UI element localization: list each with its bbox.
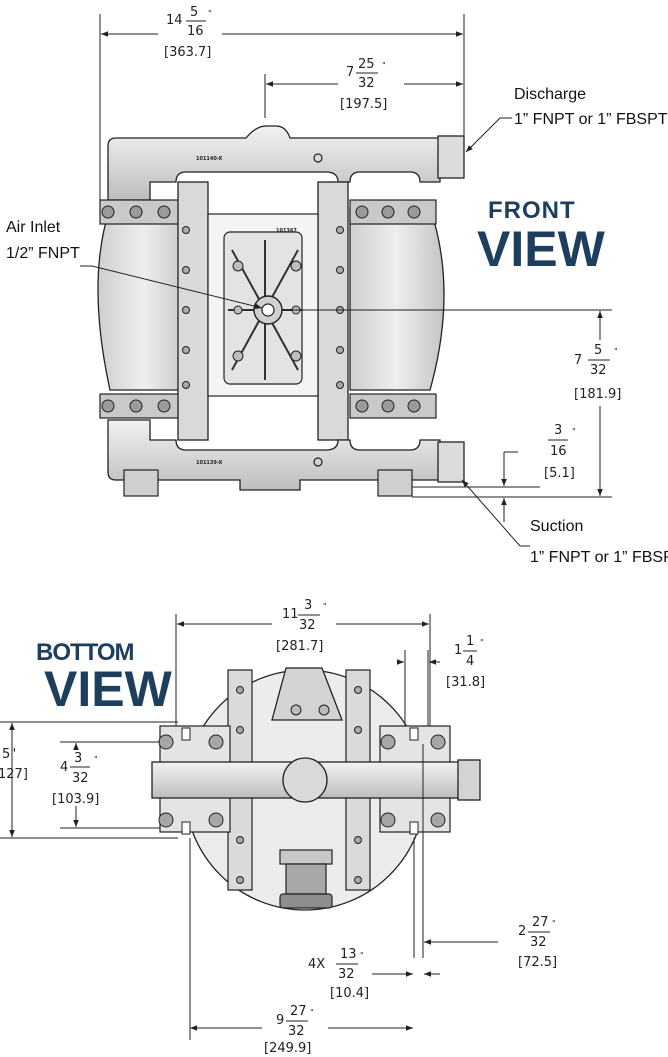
left-inner-num: 3 [74, 751, 82, 766]
left-outer-whole: 5" [2, 747, 16, 762]
mount-hole-inch: " [360, 951, 364, 960]
left-inner-mm: [103.9] [52, 792, 99, 807]
mount-hole-den: 32 [338, 967, 355, 982]
foot-offset-den: 16 [550, 444, 567, 459]
dim-bottom-left-outer [0, 721, 178, 839]
front-word: FRONT [488, 197, 576, 224]
front-width-inch: " [208, 9, 212, 18]
bottom-air-inlet [282, 757, 328, 803]
front-view-word: VIEW [477, 221, 606, 277]
left-inner-whole: 4 [60, 760, 68, 775]
discharge-label: Discharge [514, 86, 586, 103]
right-offset-mm: [72.5] [518, 955, 557, 970]
overall-width-inch: " [323, 602, 327, 611]
bottom-word: BOTTOM [36, 639, 134, 666]
center-discharge-num: 25 [358, 57, 375, 72]
left-foot [123, 469, 159, 497]
foot-span-den: 32 [288, 1024, 305, 1039]
suction-spec: 1” FNPT or 1” FBSPT [530, 549, 668, 566]
right-offset-whole: 2 [518, 924, 526, 939]
mount-hole-mm: [10.4] [330, 986, 369, 1001]
right-offset-inch: " [552, 919, 556, 928]
foot-offset-mm: [5.1] [544, 466, 575, 481]
front-view: 101140-X 101139-X 101367 14 5 16 " [363.… [6, 4, 668, 566]
left-chamber [97, 207, 191, 391]
overall-width-mm: [281.7] [276, 639, 323, 654]
overall-width-num: 3 [304, 598, 312, 613]
air-height-inch: " [614, 347, 618, 356]
discharge-width-num: 1 [466, 634, 474, 649]
foot-span-mm: [249.9] [264, 1041, 311, 1056]
front-width-num: 5 [190, 5, 198, 20]
upper-manifold [107, 125, 441, 201]
air-height-whole: 7 [574, 353, 582, 368]
foot-offset-num: 3 [554, 423, 562, 438]
overall-width-whole: 11 [282, 607, 299, 622]
discharge-width-inch: " [480, 638, 484, 647]
air-inlet-spec: 1/2” FNPT [6, 245, 80, 262]
center-discharge-den: 32 [358, 76, 375, 91]
discharge-width-mm: [31.8] [446, 675, 485, 690]
right-chamber [349, 207, 445, 391]
overall-width-den: 32 [299, 618, 316, 633]
discharge-width-whole: 1 [454, 643, 462, 658]
foot-span-whole: 9 [276, 1013, 284, 1028]
center-tag: 101367 [276, 228, 297, 234]
left-outer-mm: 127] [0, 767, 28, 782]
right-foot [377, 469, 413, 497]
front-width-whole: 14 [166, 13, 183, 28]
bottom-view-word: VIEW [44, 661, 173, 717]
mount-hole-num: 13 [340, 947, 357, 962]
lower-manifold-tag: 101139-X [196, 460, 223, 466]
foot-span-inch: " [310, 1008, 314, 1017]
front-width-mm: [363.7] [164, 45, 211, 60]
center-discharge-whole: 7 [346, 65, 354, 80]
left-inner-inch: " [94, 755, 98, 764]
right-offset-num: 27 [532, 915, 549, 930]
discharge-port [437, 135, 465, 179]
suction-label: Suction [530, 518, 583, 535]
air-height-den: 32 [590, 363, 607, 378]
right-offset-den: 32 [530, 935, 547, 950]
air-height-mm: [181.9] [574, 387, 621, 402]
upper-manifold-tag: 101140-X [196, 156, 223, 162]
left-inner-den: 32 [72, 771, 89, 786]
front-width-den: 16 [187, 24, 204, 39]
suction-port [437, 441, 465, 483]
air-height-num: 5 [594, 343, 602, 358]
foot-offset-inch: " [572, 427, 576, 436]
discharge-spec: 1” FNPT or 1” FBSPT [514, 111, 668, 128]
dim-bottom-right-offset [413, 744, 498, 958]
bottom-view: 11 3 32 " [281.7] 1 1 4 " [31.8] 5" 127] [0, 598, 557, 1056]
lower-manifold [107, 419, 441, 491]
center-discharge-mm: [197.5] [340, 97, 387, 112]
foot-span-num: 27 [290, 1004, 307, 1019]
center-discharge-inch: " [382, 61, 386, 70]
air-inlet-label: Air Inlet [6, 219, 61, 236]
mount-hole-prefix: 4X [308, 957, 325, 972]
muffler [285, 863, 327, 895]
discharge-width-den: 4 [466, 654, 474, 669]
dim-bottom-discharge-width [397, 650, 440, 726]
dim-front-foot-offset [412, 451, 540, 522]
